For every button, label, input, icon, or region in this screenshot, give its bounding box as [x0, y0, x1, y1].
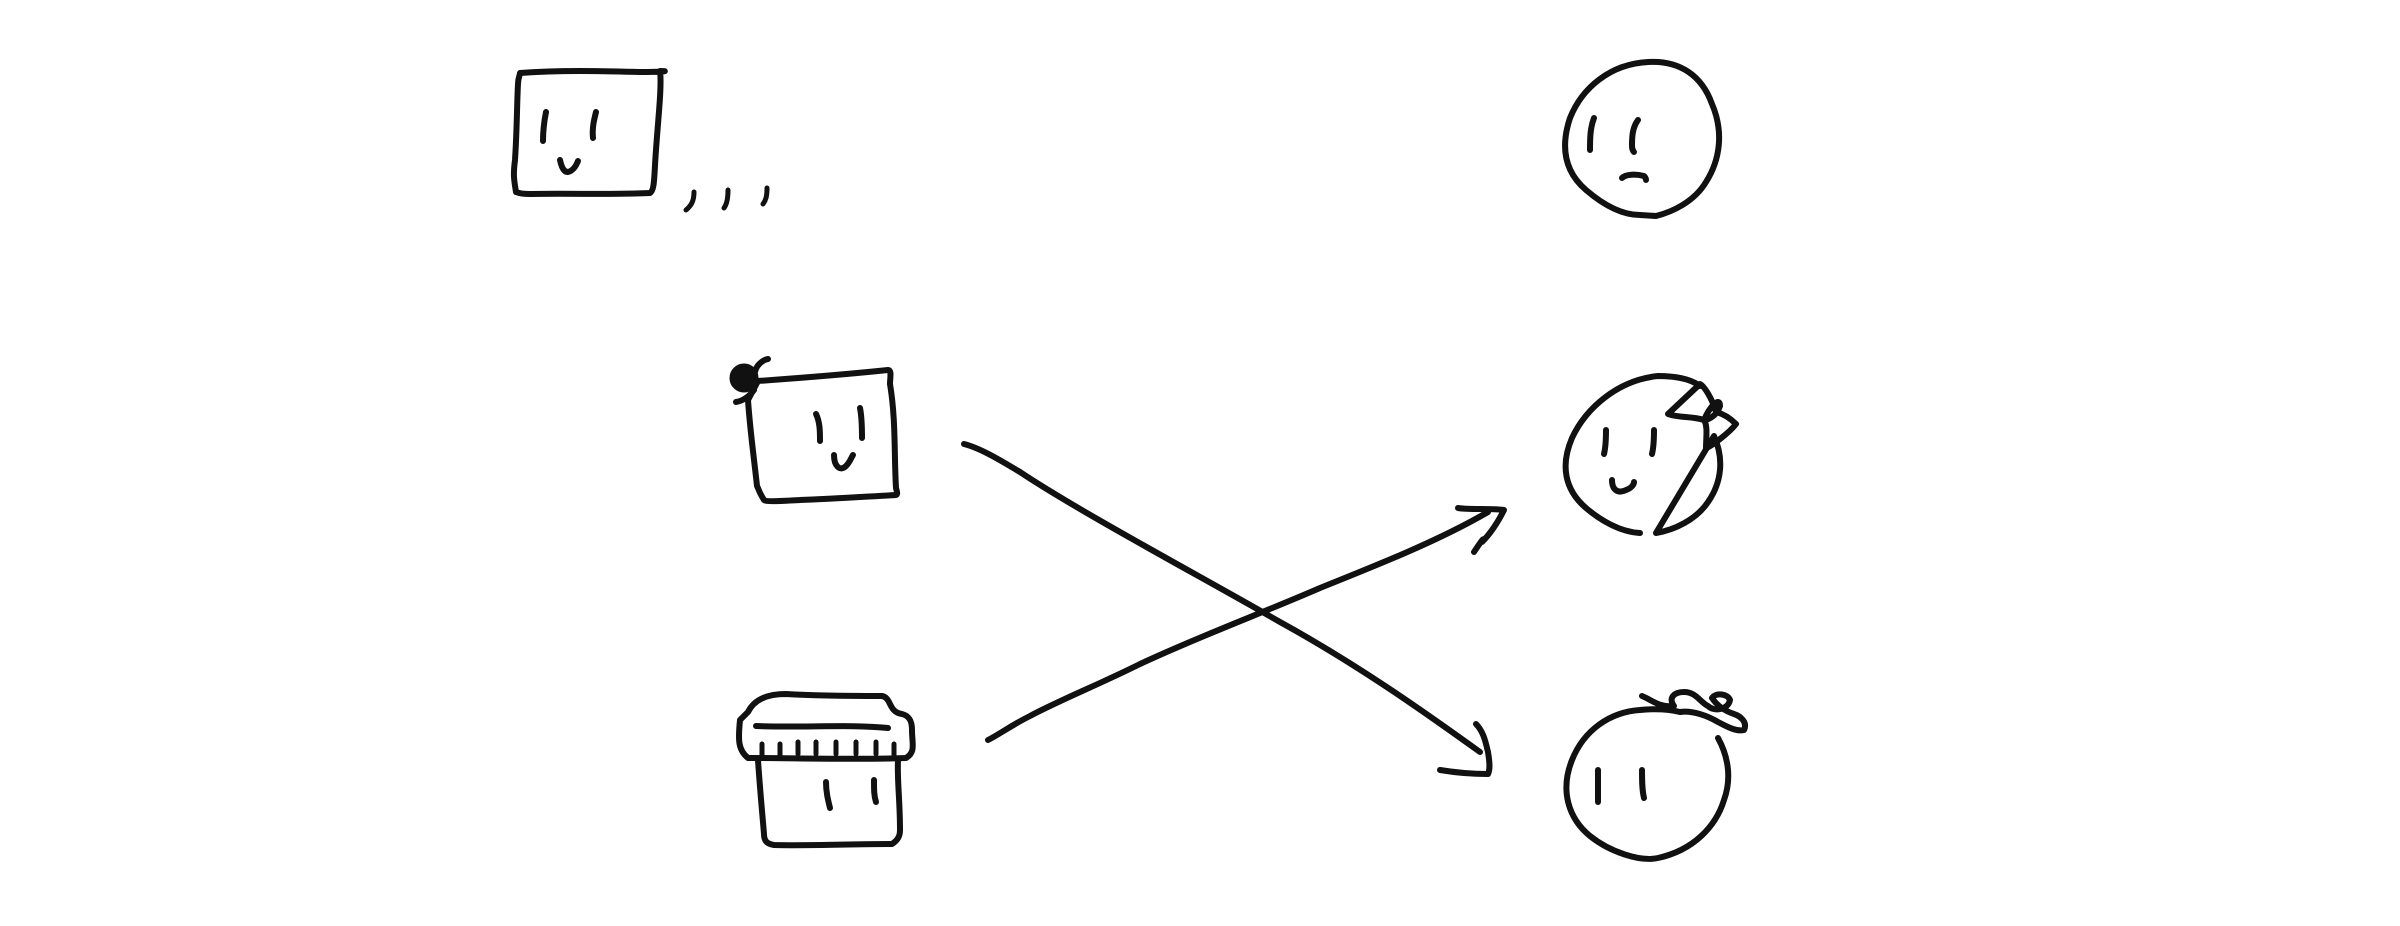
plain-box-character: [510, 68, 770, 213]
fringe-band: [753, 723, 891, 731]
trailing-mark-3: [760, 185, 770, 207]
bow-box-right-eye: [857, 405, 865, 441]
plain-box-right-eye: [589, 109, 599, 141]
trailing-mark-2: [721, 187, 731, 211]
plain-box-left-eye: [540, 109, 549, 144]
bow-tail: [733, 387, 757, 405]
arrow-shaft-1: [961, 441, 1483, 755]
bow-box-left-eye: [813, 411, 823, 444]
bow-circle-mouth: [1609, 477, 1637, 495]
plain-circle-right-eye: [1629, 117, 1641, 155]
bow-box-outline: [745, 367, 901, 505]
curl-circle-outline: [1563, 706, 1732, 862]
arrow-head-2: [1455, 505, 1507, 555]
arrow-shaft-2: [985, 509, 1491, 743]
fringe-box-right-eye: [871, 777, 879, 805]
bow-loop-top: [752, 356, 771, 375]
plain-circle-left-eye: [1587, 115, 1597, 153]
bow-circle-outline: [1562, 373, 1724, 536]
plain-box-outline: [510, 68, 668, 197]
bow-circle-bow-icon: [1665, 381, 1739, 451]
plain-circle-outline: [1562, 58, 1723, 219]
arrow-head-1: [1437, 721, 1493, 777]
plain-circle-character: [1562, 58, 1723, 219]
fringe-box-body: [755, 757, 903, 849]
plain-circle-mouth: [1619, 171, 1649, 183]
fringe-box-character: [736, 691, 916, 849]
bow-circle-left-eye: [1601, 427, 1609, 457]
curls-icon: [1639, 689, 1748, 734]
plain-box-mouth: [557, 157, 581, 175]
bow-circle-right-eye: [1649, 427, 1657, 457]
trailing-mark-1: [683, 189, 697, 213]
arrow-bow-box-to-curl-circle: [961, 441, 1493, 777]
bow-circle-character: [1562, 373, 1739, 536]
arrow-fringe-box-to-bow-circle: [985, 505, 1507, 743]
fringe-box-left-eye: [823, 779, 833, 811]
curl-circle-character: [1563, 689, 1748, 862]
curl-circle-right-eye: [1639, 767, 1647, 801]
bow-box-mouth: [831, 452, 856, 472]
bow-icon: [729, 363, 759, 393]
bow-box-character: [729, 356, 901, 505]
